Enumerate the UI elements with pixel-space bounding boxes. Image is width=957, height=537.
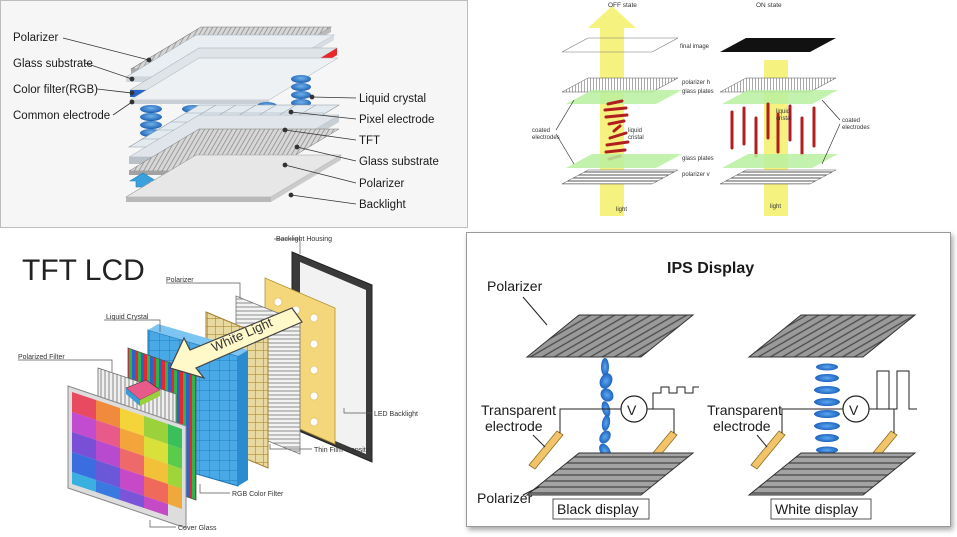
light-off-label: light (616, 207, 627, 213)
voltmeter-left: V (620, 395, 648, 423)
on-state-title: ON state (756, 2, 782, 9)
ips-electrode-right-a (750, 430, 786, 470)
polarized-filter-label: Polarized Filter (18, 354, 65, 361)
glass-plates-top-label: glass plates (682, 89, 714, 95)
label-tft: TFT (359, 135, 380, 147)
label-liquid-crystal: Liquid crystal (359, 93, 426, 105)
off-light-arrow (588, 6, 636, 216)
thin-film-transistor-label: Thin Film Transitor (314, 447, 373, 454)
label-polarizer-top: Polarizer (13, 32, 59, 44)
light-on-label: light (770, 204, 781, 210)
polarizer-h-off (561, 77, 679, 93)
voltmeter-right: V (842, 395, 870, 423)
ips-polarizer-bottom-label: Polarizer (477, 490, 533, 506)
glass-plate-top-off (566, 90, 682, 104)
white-display-label: White display (775, 501, 858, 517)
polarizer-v-on (719, 169, 837, 185)
polarizer-v-off (561, 169, 679, 185)
final-image-on (720, 38, 836, 52)
ips-polarizer-top-label: Polarizer (487, 278, 543, 294)
label-polarizer-bottom: Polarizer (359, 178, 405, 190)
glass-plates-bottom-label: glass plates (682, 156, 714, 162)
ips-rotated-crystal-right (814, 363, 840, 454)
final-image-off (561, 37, 679, 53)
polarizer-label: Polarizer (166, 277, 194, 284)
glass-plate-bottom-on (722, 154, 838, 168)
cover-glass-label: Cover Glass (178, 525, 217, 532)
label-pixel-electrode: Pixel electrode (359, 114, 434, 126)
glass-plate-bottom-off (566, 154, 682, 168)
ips-top-polarizer-left (525, 314, 695, 358)
lcd-layer-stack-panel: Polarizer Glass substrate Color filter(R… (0, 0, 468, 228)
twisted-liquid-crystal (603, 99, 630, 161)
polarizer-v-label: polarizer v (682, 172, 710, 178)
ips-title: IPS Display (667, 260, 754, 277)
aligned-liquid-crystal (730, 102, 816, 158)
polarizer-h-on (719, 77, 837, 93)
voltmeter-left-symbol: V (627, 402, 637, 418)
ips-electrode-left-a (528, 430, 564, 470)
rgb-color-filter-label: RGB Color Filter (232, 491, 284, 498)
ips-bottom-polarizer-left (525, 452, 695, 496)
final-image-label: final image (680, 44, 710, 50)
tft-lcd-title: TFT LCD (22, 254, 145, 287)
label-glass-substrate-bottom: Glass substrate (359, 156, 439, 168)
cover-glass (67, 385, 187, 529)
glass-plate-top-on (722, 90, 838, 104)
off-on-state-panel: OFF state ON state final image polarizer… (470, 0, 957, 228)
ips-bottom-polarizer-right (747, 452, 917, 496)
label-glass-substrate-top: Glass substrate (13, 58, 93, 70)
label-common-electrode: Common electrode (13, 110, 110, 122)
off-state-title: OFF state (608, 2, 637, 9)
black-display-label: Black display (557, 501, 639, 517)
label-color-filter: Color filter(RGB) (13, 84, 98, 96)
ips-top-polarizer-right (747, 314, 917, 358)
tft-lcd-exploded-panel: TFT LCD (0, 230, 466, 537)
liquid-crystal-label: Liquid Crystal (106, 314, 149, 321)
polarizer-h-label: polarizer h (682, 80, 710, 86)
ips-display-panel: IPS Display Polarizer V V (466, 232, 951, 527)
led-backlight-label: LED Backlight (374, 411, 418, 418)
voltmeter-right-symbol: V (849, 402, 859, 418)
label-backlight: Backlight (359, 199, 406, 211)
backlight-housing-label: Backlight Housing (276, 236, 332, 243)
